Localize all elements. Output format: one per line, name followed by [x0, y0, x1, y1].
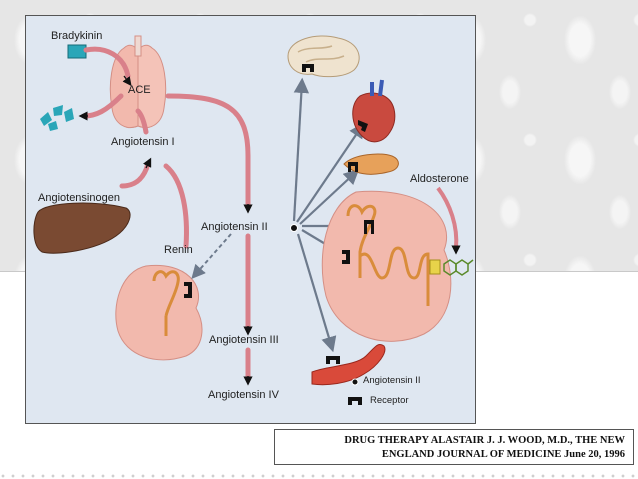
heart-receptor-icon: [358, 120, 368, 132]
legend-label-receptor: Receptor: [370, 395, 409, 406]
arrow-to-adrenal: [299, 169, 360, 225]
arrow-angiotensinogen-to-angiotensin-i: [119, 161, 151, 189]
citation-line-2: ENGLAND JOURNAL OF MEDICINE June 20, 199…: [381, 449, 625, 460]
label-bradykinin: Bradykinin: [51, 30, 103, 42]
label-aldosterone: Aldosterone: [410, 173, 469, 185]
blood-vessel-receptor-icon: [326, 356, 340, 364]
diagram-graphics: [33, 35, 474, 405]
arrow-to-brain: [292, 77, 310, 222]
legend-angiotensin-ii-dot: [351, 378, 359, 386]
angiotensin-ii-dot: [290, 224, 298, 232]
heart-icon: [352, 79, 396, 143]
label-angiotensin-ii: Angiotensin II: [201, 221, 268, 233]
legend-label-angiotensin-ii: Angiotensin II: [363, 375, 421, 386]
bottom-dotted-border: [0, 473, 638, 479]
left-kidney-icon: [115, 264, 203, 361]
brain-receptor-icon: [302, 64, 314, 72]
brain-icon: [287, 35, 360, 78]
label-angiotensin-iv: Angiotensin IV: [208, 389, 279, 401]
lungs-icon: [109, 35, 167, 129]
aldosterone-receptor-icon: [429, 259, 441, 275]
arrow-renin-to-angiotensin-i: [163, 163, 189, 249]
blood-vessel-icon: [311, 343, 386, 386]
aldosterone-arrow: [436, 186, 459, 249]
label-angiotensinogen: Angiotensinogen: [38, 192, 120, 204]
bradykinin-icon: [67, 44, 87, 59]
kidney-receptor-upper-icon: [364, 220, 374, 234]
label-angiotensin-i: Angiotensin I: [111, 136, 175, 148]
right-kidney-icon: [321, 190, 452, 342]
arrow-to-heart: [296, 122, 365, 223]
aldosterone-molecule-icon: [443, 259, 474, 276]
arrow-angiotensin-i-to-ace: [135, 108, 149, 135]
citation-box: DRUG THERAPY ALASTAIR J. J. WOOD, M.D., …: [274, 429, 634, 465]
arrow-to-blood-vessel: [296, 233, 337, 353]
raas-diagram: Bradykinin ACE Angiotensin I Angiotensin…: [25, 15, 476, 424]
label-angiotensin-iii: Angiotensin III: [209, 334, 279, 346]
kidney-receptor-lower-icon: [342, 250, 350, 264]
dashed-arrow-to-renin-kidney: [191, 233, 232, 280]
adrenal-receptor-icon: [348, 162, 358, 172]
arrow-bradykinin-to-ace: [83, 46, 131, 79]
liver-icon: [33, 202, 131, 254]
left-kidney-receptor-icon: [184, 282, 192, 298]
bradykinin-fragments-icon: [40, 105, 74, 131]
label-ace: ACE: [128, 84, 151, 96]
legend-receptor-icon: [348, 397, 362, 405]
label-renin: Renin: [164, 244, 193, 256]
citation-line-1: DRUG THERAPY ALASTAIR J. J. WOOD, M.D., …: [344, 435, 625, 446]
arrow-ace-to-angiotensin-ii: [165, 93, 251, 209]
